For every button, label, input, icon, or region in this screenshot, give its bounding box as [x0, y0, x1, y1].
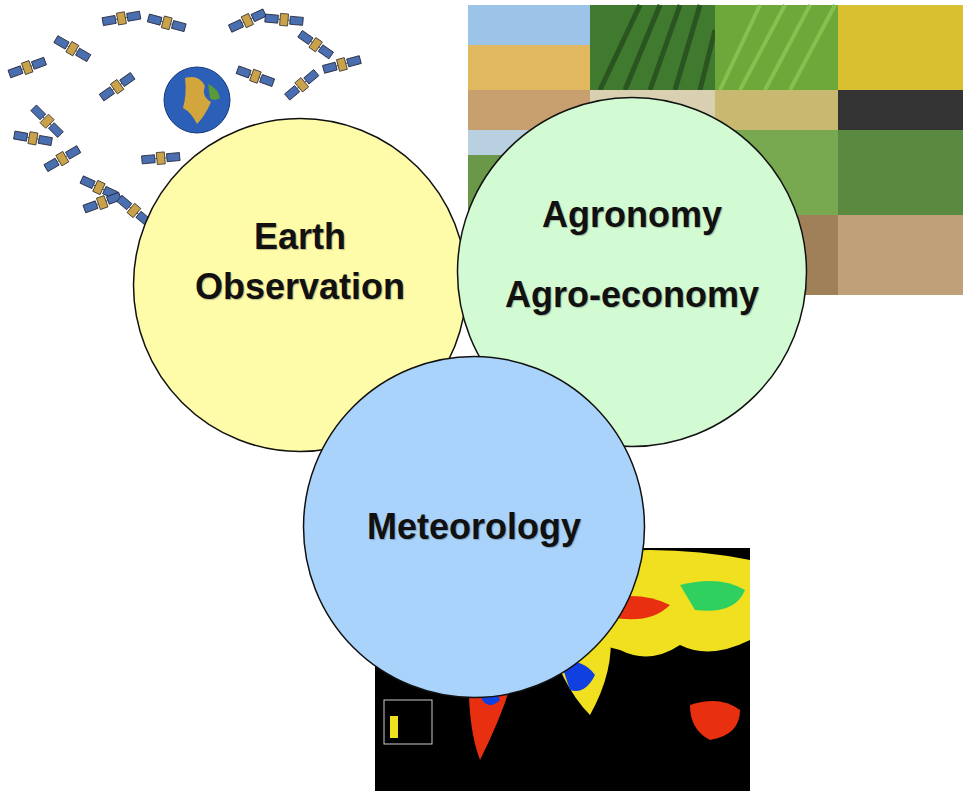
map-land	[680, 581, 745, 611]
satellite-icon	[7, 55, 47, 79]
photo-rapeseed	[838, 5, 963, 90]
map-colorbar	[390, 716, 398, 738]
photo-peanuts	[838, 215, 963, 295]
globe	[164, 67, 230, 133]
satellite-icon	[141, 151, 180, 166]
satellite-icon	[265, 12, 304, 27]
venn-circle: Meteorology	[302, 355, 646, 699]
satellite-icon	[147, 12, 187, 33]
circle-label: Agro-economy	[505, 270, 759, 320]
satellite-icon	[297, 29, 335, 61]
satellite-icon	[82, 190, 122, 214]
photo-aerial-field	[838, 130, 963, 215]
photo-field	[715, 5, 838, 90]
photo-grain	[715, 90, 838, 130]
satellite-icon	[102, 9, 142, 27]
satellite-icon	[235, 64, 275, 88]
circle-text-group: Meteorology	[302, 355, 646, 699]
photo-rows	[720, 5, 835, 90]
photo-wheat	[468, 45, 590, 90]
satellite-icon	[13, 129, 53, 147]
circle-label: Meteorology	[367, 502, 581, 552]
satellite-icon	[98, 71, 136, 103]
circle-label: Agronomy	[542, 190, 722, 240]
circle-label: Earth Observation	[160, 212, 440, 312]
map-land	[690, 701, 740, 740]
photo-seeds	[838, 90, 963, 130]
photo-rows	[600, 5, 715, 90]
photo-crop-rows	[590, 5, 715, 90]
photo-sky	[468, 5, 590, 45]
globe-land	[183, 77, 211, 124]
satellite-icon	[283, 68, 320, 102]
circle-shape	[304, 357, 645, 698]
map-legend-box	[384, 700, 432, 744]
satellite-icon	[228, 7, 268, 34]
satellite-icon	[322, 54, 362, 75]
globe-land	[208, 84, 220, 100]
satellite-icon	[53, 34, 92, 63]
satellite-icon	[43, 144, 82, 173]
